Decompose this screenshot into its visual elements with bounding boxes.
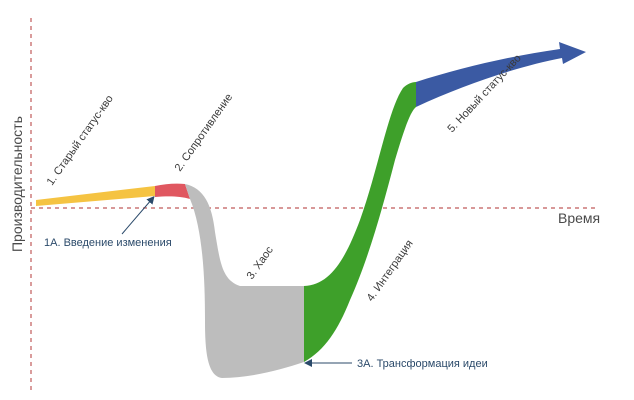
stage-2-label: 2. Сопротивление: [173, 92, 236, 174]
stage-1-segment: [36, 186, 155, 206]
y-axis-label: Производительность: [9, 116, 25, 252]
stage-5-segment: [416, 42, 586, 107]
transform-annotation: 3А. Трансформация идеи: [357, 358, 488, 370]
stage-1-label: 1. Старый статус-кво: [45, 93, 116, 188]
stage-4-segment: [304, 82, 416, 362]
stage-4-label: 4. Интеграция: [365, 238, 416, 304]
stage-3-label: 3. Хаос: [245, 244, 277, 282]
stage-2-segment: [155, 183, 190, 199]
change-annotation: 1А. Введение изменения: [44, 237, 172, 249]
change-annotation-arrow: [121, 195, 155, 235]
x-axis-label: Время: [558, 210, 600, 226]
stage-3-segment: [185, 184, 304, 378]
